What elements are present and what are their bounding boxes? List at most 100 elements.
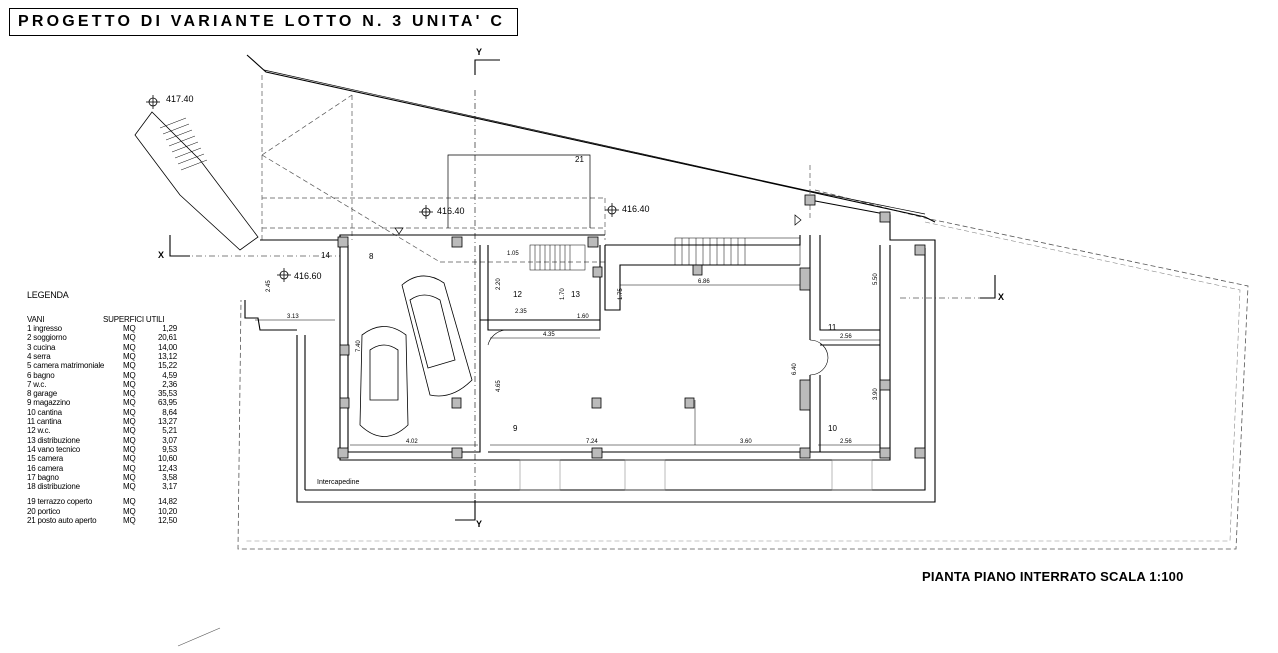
legend-name: 7 w.c. <box>27 379 47 389</box>
legend-row: 2 soggiorno MQ 20,61 <box>27 333 177 342</box>
room-label: Intercapedine <box>317 479 360 486</box>
legend-unit: MQ <box>123 342 136 352</box>
legend-value: 2,36 <box>162 379 177 389</box>
legend-value: 15,22 <box>157 361 177 371</box>
room-label: 13 <box>571 290 580 299</box>
legend-value: 3,17 <box>162 482 177 492</box>
dimension-label: 7.40 <box>356 340 362 352</box>
dimension-label: 4.65 <box>496 380 502 392</box>
room-label: 21 <box>575 155 584 164</box>
elevation-label: 416.40 <box>622 204 650 214</box>
legend-name: 9 magazzino <box>27 398 71 408</box>
cars <box>359 275 473 437</box>
legend-name: 13 distribuzione <box>27 435 80 445</box>
legend-value: 35,53 <box>157 389 177 399</box>
legend-name: 2 soggiorno <box>27 333 67 343</box>
legend-name: 12 w.c. <box>27 426 51 436</box>
legend-unit: MQ <box>123 379 136 389</box>
legend-name: 19 terrazzo coperto <box>27 497 93 507</box>
legend-unit: MQ <box>123 516 136 525</box>
legend-value: 13,27 <box>157 417 177 426</box>
legend-row: 20 portico MQ 10,20 <box>27 507 177 516</box>
legend-value: 3,07 <box>162 435 177 445</box>
dimension-label: 2.20 <box>496 278 502 290</box>
legend-unit: MQ <box>123 472 136 482</box>
legend-value: 12,43 <box>157 463 177 473</box>
legend-value: 20,61 <box>157 333 177 343</box>
elevation-label: 416.60 <box>294 271 322 281</box>
legend-row: 16 camera MQ 12,43 <box>27 464 177 473</box>
legend-value: 4,59 <box>162 370 177 380</box>
legend-value: 13,12 <box>157 351 177 361</box>
legend-unit: MQ <box>123 463 136 473</box>
legend-row: 5 camera matrimoniale MQ 15,22 <box>27 361 177 370</box>
legend-row: 10 cantina MQ 8,64 <box>27 408 177 417</box>
legend-unit: MQ <box>123 506 136 516</box>
lot-boundary-inner <box>246 221 1241 542</box>
legend-value: 9,53 <box>162 444 177 454</box>
legend-unit: MQ <box>123 407 136 417</box>
legend-value: 12,50 <box>157 516 177 525</box>
legend-value: 10,20 <box>157 506 177 516</box>
elevation-label: 417.40 <box>166 94 194 104</box>
legend-unit: MQ <box>123 398 136 408</box>
legend-heading: LEGENDA <box>27 290 69 300</box>
legend-row: 7 w.c. MQ 2,36 <box>27 380 177 389</box>
legend-unit: MQ <box>123 497 136 507</box>
legend-col-area: SUPERFICI UTILI <box>103 315 165 324</box>
section-label: X <box>998 292 1004 302</box>
dimension-label: 6.86 <box>698 279 710 285</box>
room-label: 10 <box>828 424 837 433</box>
legend-name: 20 portico <box>27 506 61 516</box>
dimension-label: 1.70 <box>560 288 566 300</box>
dimension-label: 3.90 <box>873 388 879 400</box>
drawing-title: PROGETTO DI VARIANTE LOTTO N. 3 UNITA' C <box>18 13 506 30</box>
legend-value: 10,60 <box>157 454 177 464</box>
dimension-label: 3.13 <box>287 314 299 320</box>
legend-unit: MQ <box>123 444 136 454</box>
legend-unit: MQ <box>123 361 136 371</box>
legend-name: 21 posto auto aperto <box>27 516 97 525</box>
staircase <box>529 237 801 271</box>
legend-unit: MQ <box>123 324 136 333</box>
legend-name: 8 garage <box>27 389 57 399</box>
legend-name: 15 camera <box>27 454 63 464</box>
legend-value: 8,64 <box>162 407 177 417</box>
legend-unit: MQ <box>123 370 136 380</box>
legend-row: 21 posto auto aperto MQ 12,50 <box>27 516 177 525</box>
section-label: Y <box>476 519 482 529</box>
legend-value: 14,00 <box>157 342 177 352</box>
dimension-label: 4.35 <box>543 332 555 338</box>
room-label: 14 <box>321 251 330 260</box>
legend-name: 16 camera <box>27 463 63 473</box>
dimension-label: 2.45 <box>266 280 272 292</box>
legend-name: 10 cantina <box>27 407 62 417</box>
dimension-label: 4.02 <box>406 439 418 445</box>
legend-name: 11 cantina <box>27 417 62 426</box>
title-box: PROGETTO DI VARIANTE LOTTO N. 3 UNITA' C <box>9 8 518 36</box>
room-label: 11 <box>828 323 837 332</box>
legend-name: 17 bagno <box>27 472 59 482</box>
room-label: 9 <box>513 424 518 433</box>
legend-name: 18 distribuzione <box>27 482 80 492</box>
room-label: 8 <box>369 252 374 261</box>
dimension-label: 2.56 <box>840 334 852 340</box>
dimension-label: 1.05 <box>507 251 519 257</box>
dimension-label: 5.50 <box>873 273 879 285</box>
retaining-wall-inner <box>263 69 926 215</box>
legend-name: 5 camera matrimoniale <box>27 361 105 371</box>
dimension-label: 3.60 <box>740 439 752 445</box>
retaining-wall <box>246 54 936 223</box>
legend-unit: MQ <box>123 333 136 343</box>
